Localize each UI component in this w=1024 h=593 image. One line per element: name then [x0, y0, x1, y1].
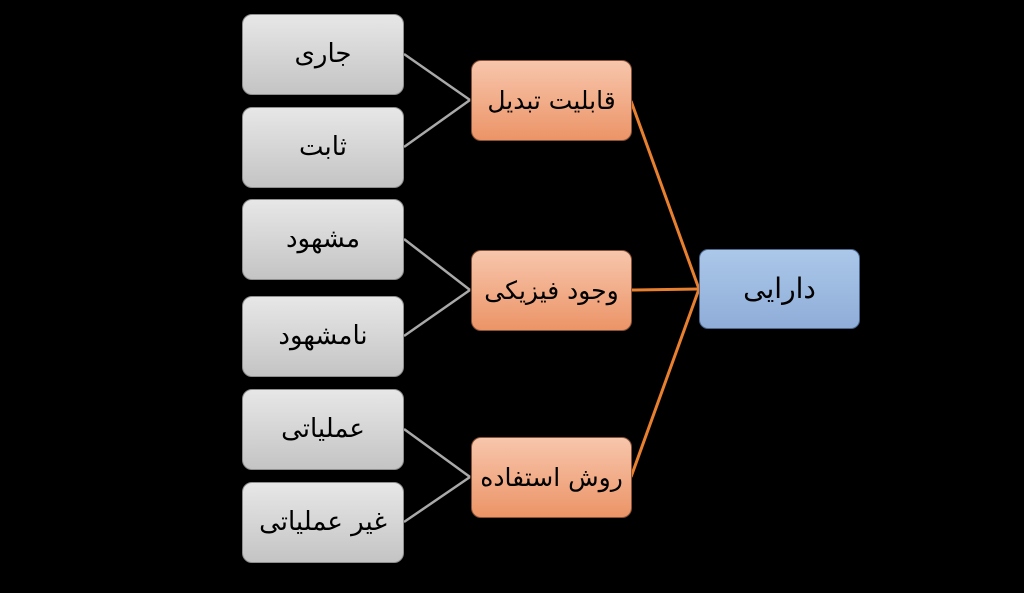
node-operational-label: عملیاتی: [281, 414, 365, 445]
connector-intangible-to-physical: [403, 288, 471, 338]
node-intangible: نامشهود: [242, 296, 404, 377]
connector-usage-to-assets: [629, 288, 701, 478]
node-tangible-label: مشهود: [285, 224, 361, 255]
node-fixed: ثابت: [242, 107, 404, 188]
node-fixed-label: ثابت: [299, 132, 347, 163]
node-non-operational: غیر عملیاتی: [242, 482, 404, 563]
node-convertibility-label: قابلیت تبدیل: [487, 85, 616, 115]
node-assets-label: دارایی: [743, 271, 816, 305]
connector-current-to-convertibility: [403, 52, 471, 102]
node-convertibility: قابلیت تبدیل: [471, 60, 632, 141]
node-non-operational-label: غیر عملیاتی: [259, 507, 387, 538]
node-intangible-label: نامشهود: [278, 321, 368, 352]
connector-convertibility-to-assets: [629, 100, 701, 290]
node-assets: دارایی: [699, 249, 860, 329]
node-physical-existence: وجود فیزیکی: [471, 250, 632, 331]
node-usage-method-label: روش استفاده: [480, 462, 623, 492]
connector-tangible-to-physical: [403, 238, 471, 291]
node-usage-method: روش استفاده: [471, 437, 632, 518]
node-tangible: مشهود: [242, 199, 404, 280]
connector-physical-to-assets: [631, 287, 700, 292]
node-operational: عملیاتی: [242, 389, 404, 470]
node-physical-existence-label: وجود فیزیکی: [484, 275, 619, 305]
node-current-label: جاری: [294, 39, 352, 70]
connector-operational-to-usage: [403, 427, 471, 479]
connector-fixed-to-convertibility: [403, 98, 471, 149]
node-current: جاری: [242, 14, 404, 95]
connector-nonoperational-to-usage: [403, 475, 471, 524]
